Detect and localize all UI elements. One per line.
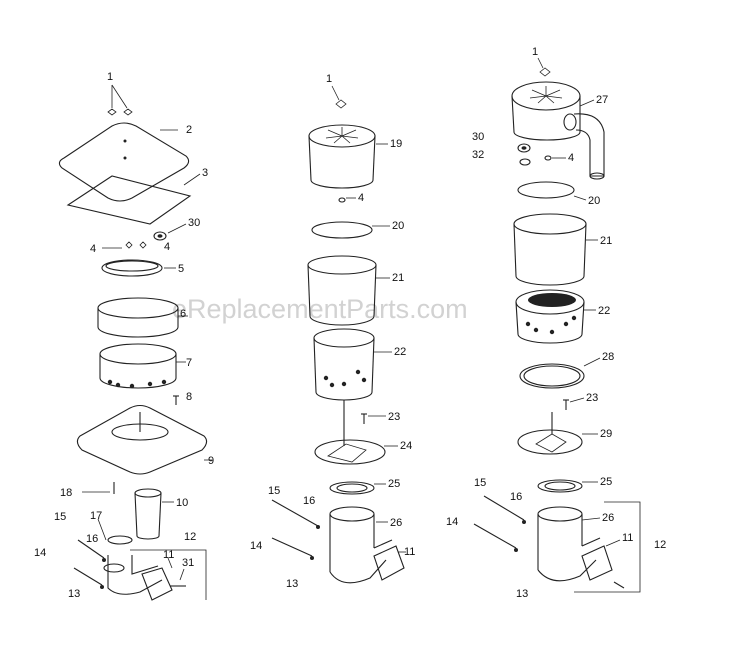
callout-label: 31 xyxy=(182,557,194,569)
callout-label: 7 xyxy=(186,357,192,369)
left-tube xyxy=(134,488,162,540)
middle-inner-element xyxy=(313,328,375,401)
callout-label: 12 xyxy=(184,531,196,543)
callout-label: 17 xyxy=(90,510,102,522)
callout-label: 19 xyxy=(390,138,402,150)
left-ring xyxy=(101,259,163,277)
callout-label: 6 xyxy=(180,308,186,320)
left-assembly xyxy=(58,84,212,601)
middle-adapter xyxy=(329,506,393,584)
callout-label: 13 xyxy=(286,578,298,590)
callout-label: 26 xyxy=(390,517,402,529)
callout-label: 15 xyxy=(54,511,66,523)
callout-label: 15 xyxy=(268,485,280,497)
callout-label: 4 xyxy=(90,243,96,255)
callout-label: 30 xyxy=(188,217,200,229)
callout-label: 4 xyxy=(358,192,364,204)
left-cover-plate xyxy=(58,122,190,202)
callout-label: 25 xyxy=(600,476,612,488)
callout-label: 9 xyxy=(208,455,214,467)
callout-label: 14 xyxy=(34,547,46,559)
callout-label: 22 xyxy=(598,305,610,317)
callout-label: 16 xyxy=(86,533,98,545)
callout-label: 29 xyxy=(600,428,612,440)
callout-label: 22 xyxy=(394,346,406,358)
left-base-tray xyxy=(76,404,208,475)
right-outer-element xyxy=(513,213,587,286)
right-adapter xyxy=(537,506,601,582)
callout-label: 14 xyxy=(250,540,262,552)
callout-label: 8 xyxy=(186,391,192,403)
callout-label: 4 xyxy=(164,241,170,253)
callout-label: 2 xyxy=(186,124,192,136)
callout-label: 16 xyxy=(510,491,522,503)
callout-label: 18 xyxy=(60,487,72,499)
callout-label: 14 xyxy=(446,516,458,528)
right-flange xyxy=(581,545,613,581)
callout-label: 23 xyxy=(586,392,598,404)
callout-label: 12 xyxy=(654,539,666,551)
callout-label: 4 xyxy=(568,152,574,164)
left-gasket xyxy=(66,175,192,225)
middle-base-plate xyxy=(314,439,386,465)
callout-label: 11 xyxy=(622,532,633,544)
callout-label: 1 xyxy=(107,71,113,83)
callout-label: 30 xyxy=(472,131,484,143)
right-base-plate xyxy=(517,412,583,455)
callout-label: 21 xyxy=(600,235,612,247)
callout-label: 11 xyxy=(163,549,174,561)
callout-label: 1 xyxy=(326,73,332,85)
callout-label: 10 xyxy=(176,497,188,509)
callout-label: 21 xyxy=(392,272,404,284)
middle-gasket xyxy=(329,481,375,495)
callout-label: 28 xyxy=(602,351,614,363)
callout-label: 1 xyxy=(532,46,538,58)
right-gasket-ring xyxy=(519,363,585,389)
left-wing-nuts xyxy=(107,84,133,116)
callout-label: 20 xyxy=(588,195,600,207)
right-gasket xyxy=(537,479,583,493)
middle-plate xyxy=(311,221,373,239)
middle-outer-element xyxy=(307,255,377,326)
callout-label: 27 xyxy=(596,94,608,106)
middle-callouts: 1 19 4 20 21 22 23 24 15 16 25 26 14 11 … xyxy=(250,73,415,590)
callout-label: 25 xyxy=(388,478,400,490)
left-callouts: 1 2 3 30 4 4 5 6 7 8 9 18 10 17 12 15 16… xyxy=(34,71,214,600)
right-callouts: 1 27 30 4 32 20 21 22 28 23 29 15 16 25 … xyxy=(446,46,666,600)
callout-label: 16 xyxy=(303,495,315,507)
middle-flange xyxy=(373,545,405,581)
middle-assembly xyxy=(271,85,406,584)
right-plate xyxy=(517,181,575,199)
left-filter-element xyxy=(97,297,179,338)
callout-label: 11 xyxy=(404,546,415,558)
watermark-text: eReplacementParts.com xyxy=(172,294,468,324)
left-elbow xyxy=(103,535,173,601)
callout-label: 13 xyxy=(516,588,528,600)
right-cover-with-tube xyxy=(511,81,605,180)
left-inner-element xyxy=(99,343,177,389)
callout-label: 24 xyxy=(400,440,412,452)
callout-label: 26 xyxy=(602,512,614,524)
right-assembly xyxy=(473,57,641,593)
middle-cover xyxy=(308,124,376,189)
callout-label: 32 xyxy=(472,149,484,161)
right-inner-element xyxy=(515,289,585,344)
callout-label: 20 xyxy=(392,220,404,232)
callout-label: 15 xyxy=(474,477,486,489)
callout-label: 23 xyxy=(388,411,400,423)
callout-label: 13 xyxy=(68,588,80,600)
callout-label: 5 xyxy=(178,263,184,275)
callout-label: 3 xyxy=(202,167,208,179)
